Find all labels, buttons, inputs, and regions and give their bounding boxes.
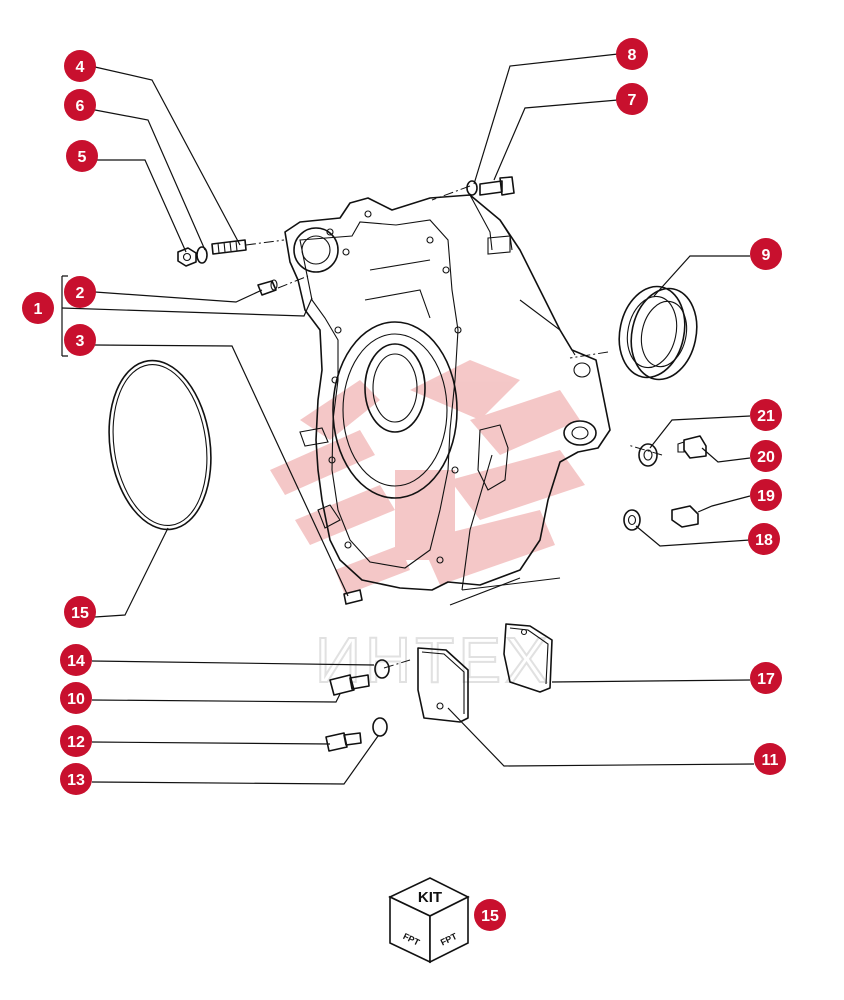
callouts: 1 2 3 4 5 6 7 8 9 10 11 12 13 14 15 17 1… <box>22 38 786 795</box>
washer-13 <box>372 717 388 737</box>
cover-plate-11 <box>417 647 469 723</box>
gasket-ring-15 <box>108 359 212 531</box>
kit-box[interactable]: KIT FPT FPT <box>388 877 470 964</box>
kit-box-right-face <box>429 895 469 964</box>
callout-label: 15 <box>71 605 89 622</box>
washer-21 <box>638 443 658 467</box>
callout-label: 6 <box>76 98 85 115</box>
oil-seal-9 <box>618 285 698 381</box>
callout-20[interactable]: 20 <box>750 440 782 472</box>
callout-label: 17 <box>757 671 775 688</box>
callout-label: 13 <box>67 772 85 789</box>
callout-2[interactable]: 2 <box>64 276 96 308</box>
bolt-12 <box>325 732 362 752</box>
watermark: ИНТЕХ <box>270 360 585 697</box>
alignment-lines <box>245 185 663 669</box>
plug-19 <box>671 505 699 528</box>
callout-label: 18 <box>755 532 773 549</box>
callout-kit-15[interactable]: 15 <box>474 899 506 931</box>
callout-label: 19 <box>757 488 775 505</box>
nut-5 <box>177 247 197 267</box>
callout-label: 21 <box>757 408 775 425</box>
callout-21[interactable]: 21 <box>750 399 782 431</box>
callout-label: 10 <box>67 691 85 708</box>
callout-3[interactable]: 3 <box>64 324 96 356</box>
callout-12[interactable]: 12 <box>60 725 92 757</box>
callout-19[interactable]: 19 <box>750 479 782 511</box>
washer-8 <box>466 180 478 196</box>
bolt-7 <box>479 176 515 196</box>
callout-7[interactable]: 7 <box>616 83 648 115</box>
flywheel-housing <box>284 194 611 606</box>
callout-label: 3 <box>76 333 85 350</box>
callout-18[interactable]: 18 <box>748 523 780 555</box>
plug-20 <box>677 435 707 459</box>
callout-label: 15 <box>481 908 499 925</box>
callout-13[interactable]: 13 <box>60 763 92 795</box>
callout-label: 20 <box>757 449 775 466</box>
washer-18 <box>623 509 641 531</box>
callout-15[interactable]: 15 <box>64 596 96 628</box>
callout-label: 11 <box>762 752 779 769</box>
callout-1[interactable]: 1 <box>22 292 54 324</box>
stud-4 <box>211 239 247 255</box>
washer-6 <box>196 246 208 264</box>
callout-label: 9 <box>762 247 771 264</box>
callout-4[interactable]: 4 <box>64 50 96 82</box>
dowel-3 <box>343 589 363 605</box>
callout-6[interactable]: 6 <box>64 89 96 121</box>
callout-label: 2 <box>76 285 85 302</box>
callout-9[interactable]: 9 <box>750 238 782 270</box>
callout-label: 1 <box>34 301 43 318</box>
callout-17[interactable]: 17 <box>750 662 782 694</box>
watermark-logo <box>270 360 585 595</box>
kit-label: KIT <box>418 889 442 906</box>
callout-10[interactable]: 10 <box>60 682 92 714</box>
callout-11[interactable]: 11 <box>754 743 786 775</box>
callout-label: 4 <box>76 59 85 76</box>
callout-label: 12 <box>67 734 85 751</box>
callout-8[interactable]: 8 <box>616 38 648 70</box>
callout-label: 14 <box>67 653 85 670</box>
leader-lines <box>61 53 755 785</box>
gasket-17 <box>503 623 553 693</box>
callout-5[interactable]: 5 <box>66 140 98 172</box>
callout-14[interactable]: 14 <box>60 644 92 676</box>
dowel-2 <box>257 279 278 296</box>
bolt-10 <box>329 674 370 696</box>
callout-label: 7 <box>628 92 637 109</box>
callout-label: 8 <box>628 47 637 64</box>
washer-14 <box>374 659 390 679</box>
callout-label: 5 <box>78 149 87 166</box>
